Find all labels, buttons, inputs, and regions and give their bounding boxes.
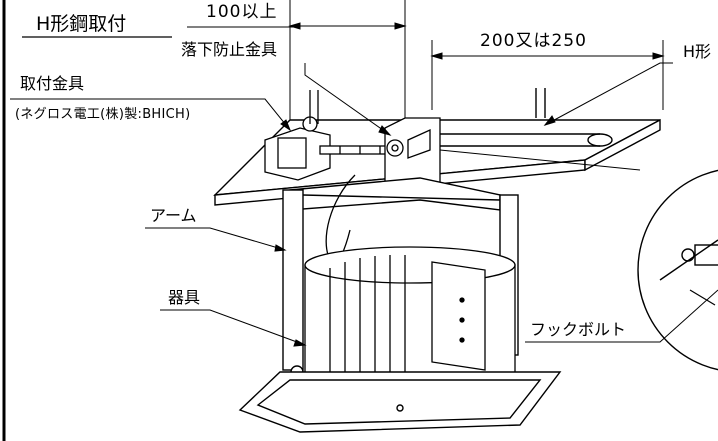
maker-note-label: (ネグロス電工(株)製:BHICH) [15, 107, 191, 122]
dimension-200-label: 200又は250 [480, 31, 587, 51]
fixture-body [304, 246, 516, 386]
fall-prevention-label: 落下防止金具 [181, 40, 278, 59]
title-label: H形鋼取付 [36, 13, 127, 35]
mount-clamp [264, 90, 391, 181]
dimension-100-label: 100以上 [206, 2, 278, 22]
hook-bolt-label: フックボルト [530, 320, 627, 339]
arm-label: アーム [150, 206, 197, 225]
fixture-label: 器具 [168, 288, 201, 307]
dimension-100 [187, 0, 407, 120]
dimension-200 [430, 40, 665, 110]
h-beam-label: H形 [683, 42, 712, 61]
detail-circle [637, 169, 718, 371]
mount-fitting-label: 取付金具 [20, 74, 85, 93]
leader-lines [10, 62, 718, 347]
fixture-base [238, 371, 562, 433]
